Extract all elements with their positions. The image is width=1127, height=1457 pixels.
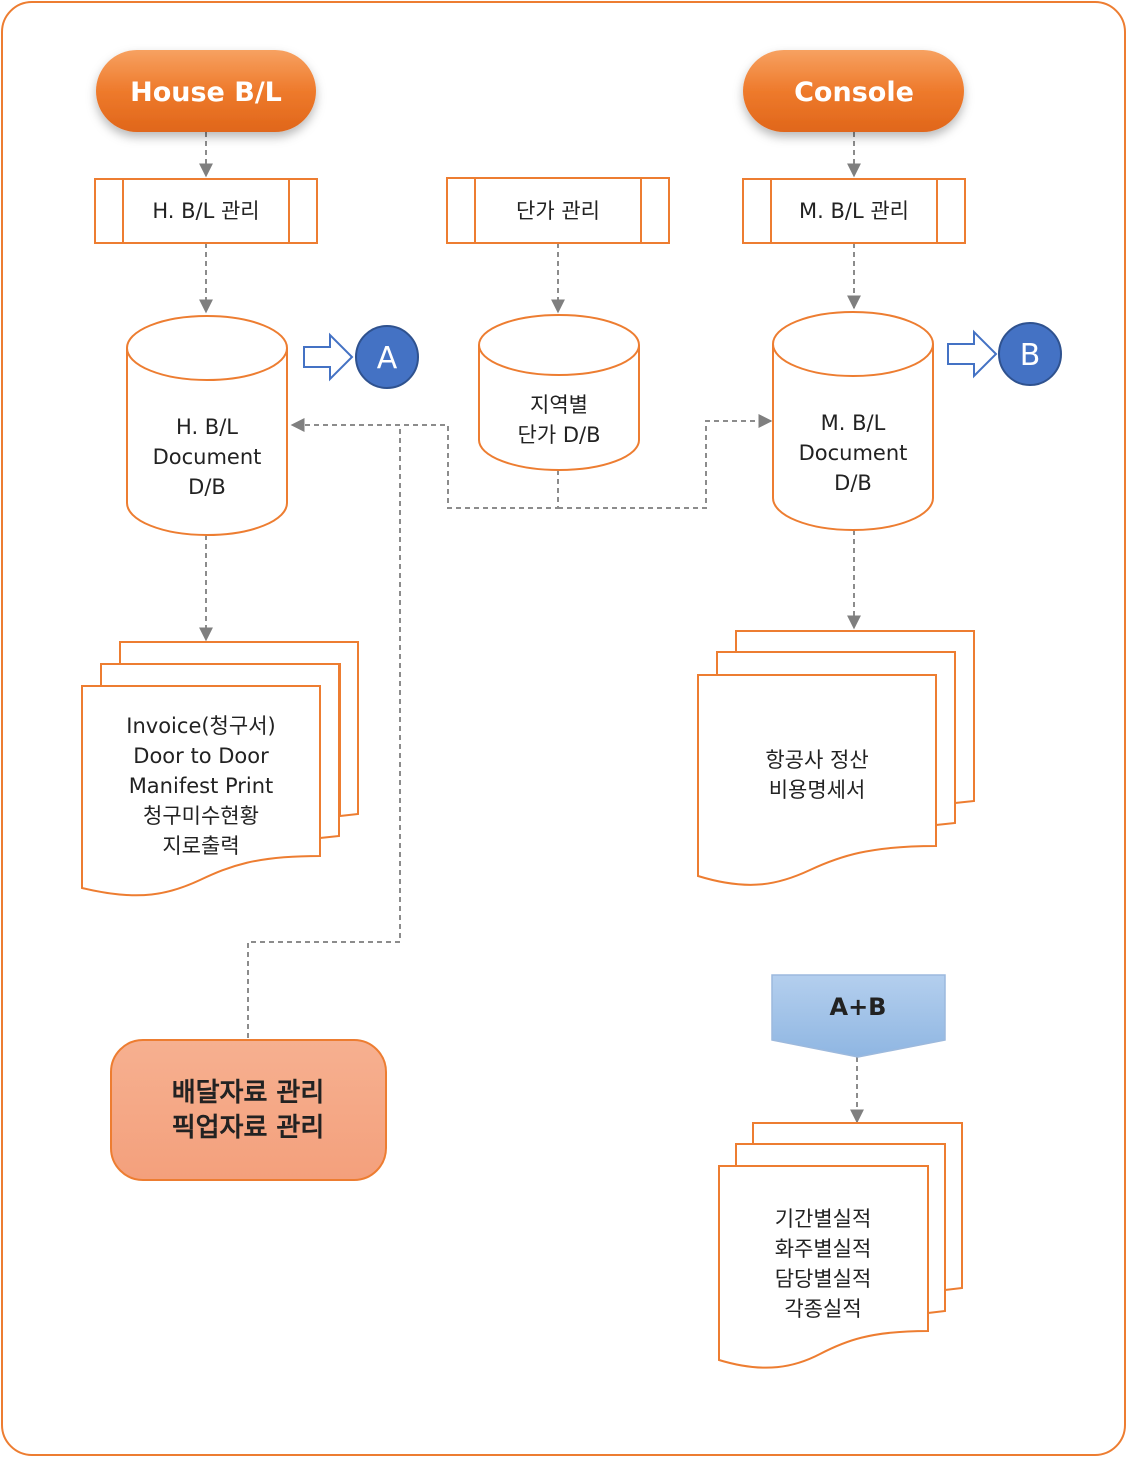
combine-label: A+B — [830, 993, 887, 1021]
delivery-line-1: 배달자료 관리 — [172, 1078, 325, 1108]
ab-output-line-3: 담당별실적 — [775, 1267, 872, 1291]
connector-b: B — [998, 322, 1062, 386]
console-terminator: Console — [743, 50, 964, 132]
hbl-manage-process — [94, 178, 318, 244]
mbl-db-line-1: M. B/L — [821, 411, 886, 435]
mbl-database — [772, 311, 934, 531]
hbl-output-line-4: 청구미수현황 — [143, 804, 259, 828]
hbl-output-line-5: 지로출력 — [162, 834, 239, 858]
mbl-manage-process — [742, 178, 966, 244]
house-bl-label: House B/L — [130, 77, 282, 108]
rate-manage-label: 단가 관리 — [516, 199, 600, 223]
delivery-pickup-box: 배달자료 관리 픽업자료 관리 — [110, 1039, 387, 1181]
hbl-db-line-2: Document — [153, 445, 262, 469]
console-label: Console — [794, 77, 914, 108]
rate-db-line-1: 지역별 — [530, 393, 588, 417]
rate-db-line-2: 단가 D/B — [518, 423, 601, 447]
hbl-db-line-1: H. B/L — [176, 415, 238, 439]
rate-manage-process — [446, 177, 670, 244]
rate-database — [478, 314, 640, 471]
ab-output-line-2: 화주별실적 — [775, 1237, 872, 1261]
mbl-output-line-2: 비용명세서 — [769, 778, 866, 802]
hbl-output-documents — [81, 641, 359, 897]
hbl-output-line-2: Door to Door — [133, 744, 269, 768]
right-block-arrow-icon — [303, 332, 354, 382]
hbl-output-line-3: Manifest Print — [129, 774, 274, 798]
ab-output-line-4: 각종실적 — [784, 1297, 861, 1321]
mbl-db-line-2: Document — [799, 441, 908, 465]
house-bl-terminator: House B/L — [96, 50, 316, 132]
connector-lines — [199, 132, 864, 1124]
hbl-manage-label: H. B/L 관리 — [152, 199, 259, 223]
mbl-output-line-1: 항공사 정산 — [765, 748, 868, 772]
mbl-manage-label: M. B/L 관리 — [799, 199, 909, 223]
ab-output-documents — [718, 1122, 963, 1369]
hbl-database — [126, 315, 288, 536]
mbl-output-documents — [697, 630, 975, 886]
delivery-line-2: 픽업자료 관리 — [172, 1113, 325, 1143]
right-block-arrow-icon — [947, 329, 998, 379]
hbl-db-line-3: D/B — [188, 475, 226, 499]
connector-a: A — [355, 325, 419, 389]
ab-output-line-1: 기간별실적 — [775, 1207, 872, 1231]
connector-a-label: A — [377, 341, 398, 376]
connector-b-label: B — [1020, 338, 1041, 373]
combine-a-b-connector: A+B — [771, 974, 946, 1058]
hbl-output-line-1: Invoice(청구서) — [126, 714, 275, 738]
mbl-db-line-3: D/B — [834, 471, 872, 495]
